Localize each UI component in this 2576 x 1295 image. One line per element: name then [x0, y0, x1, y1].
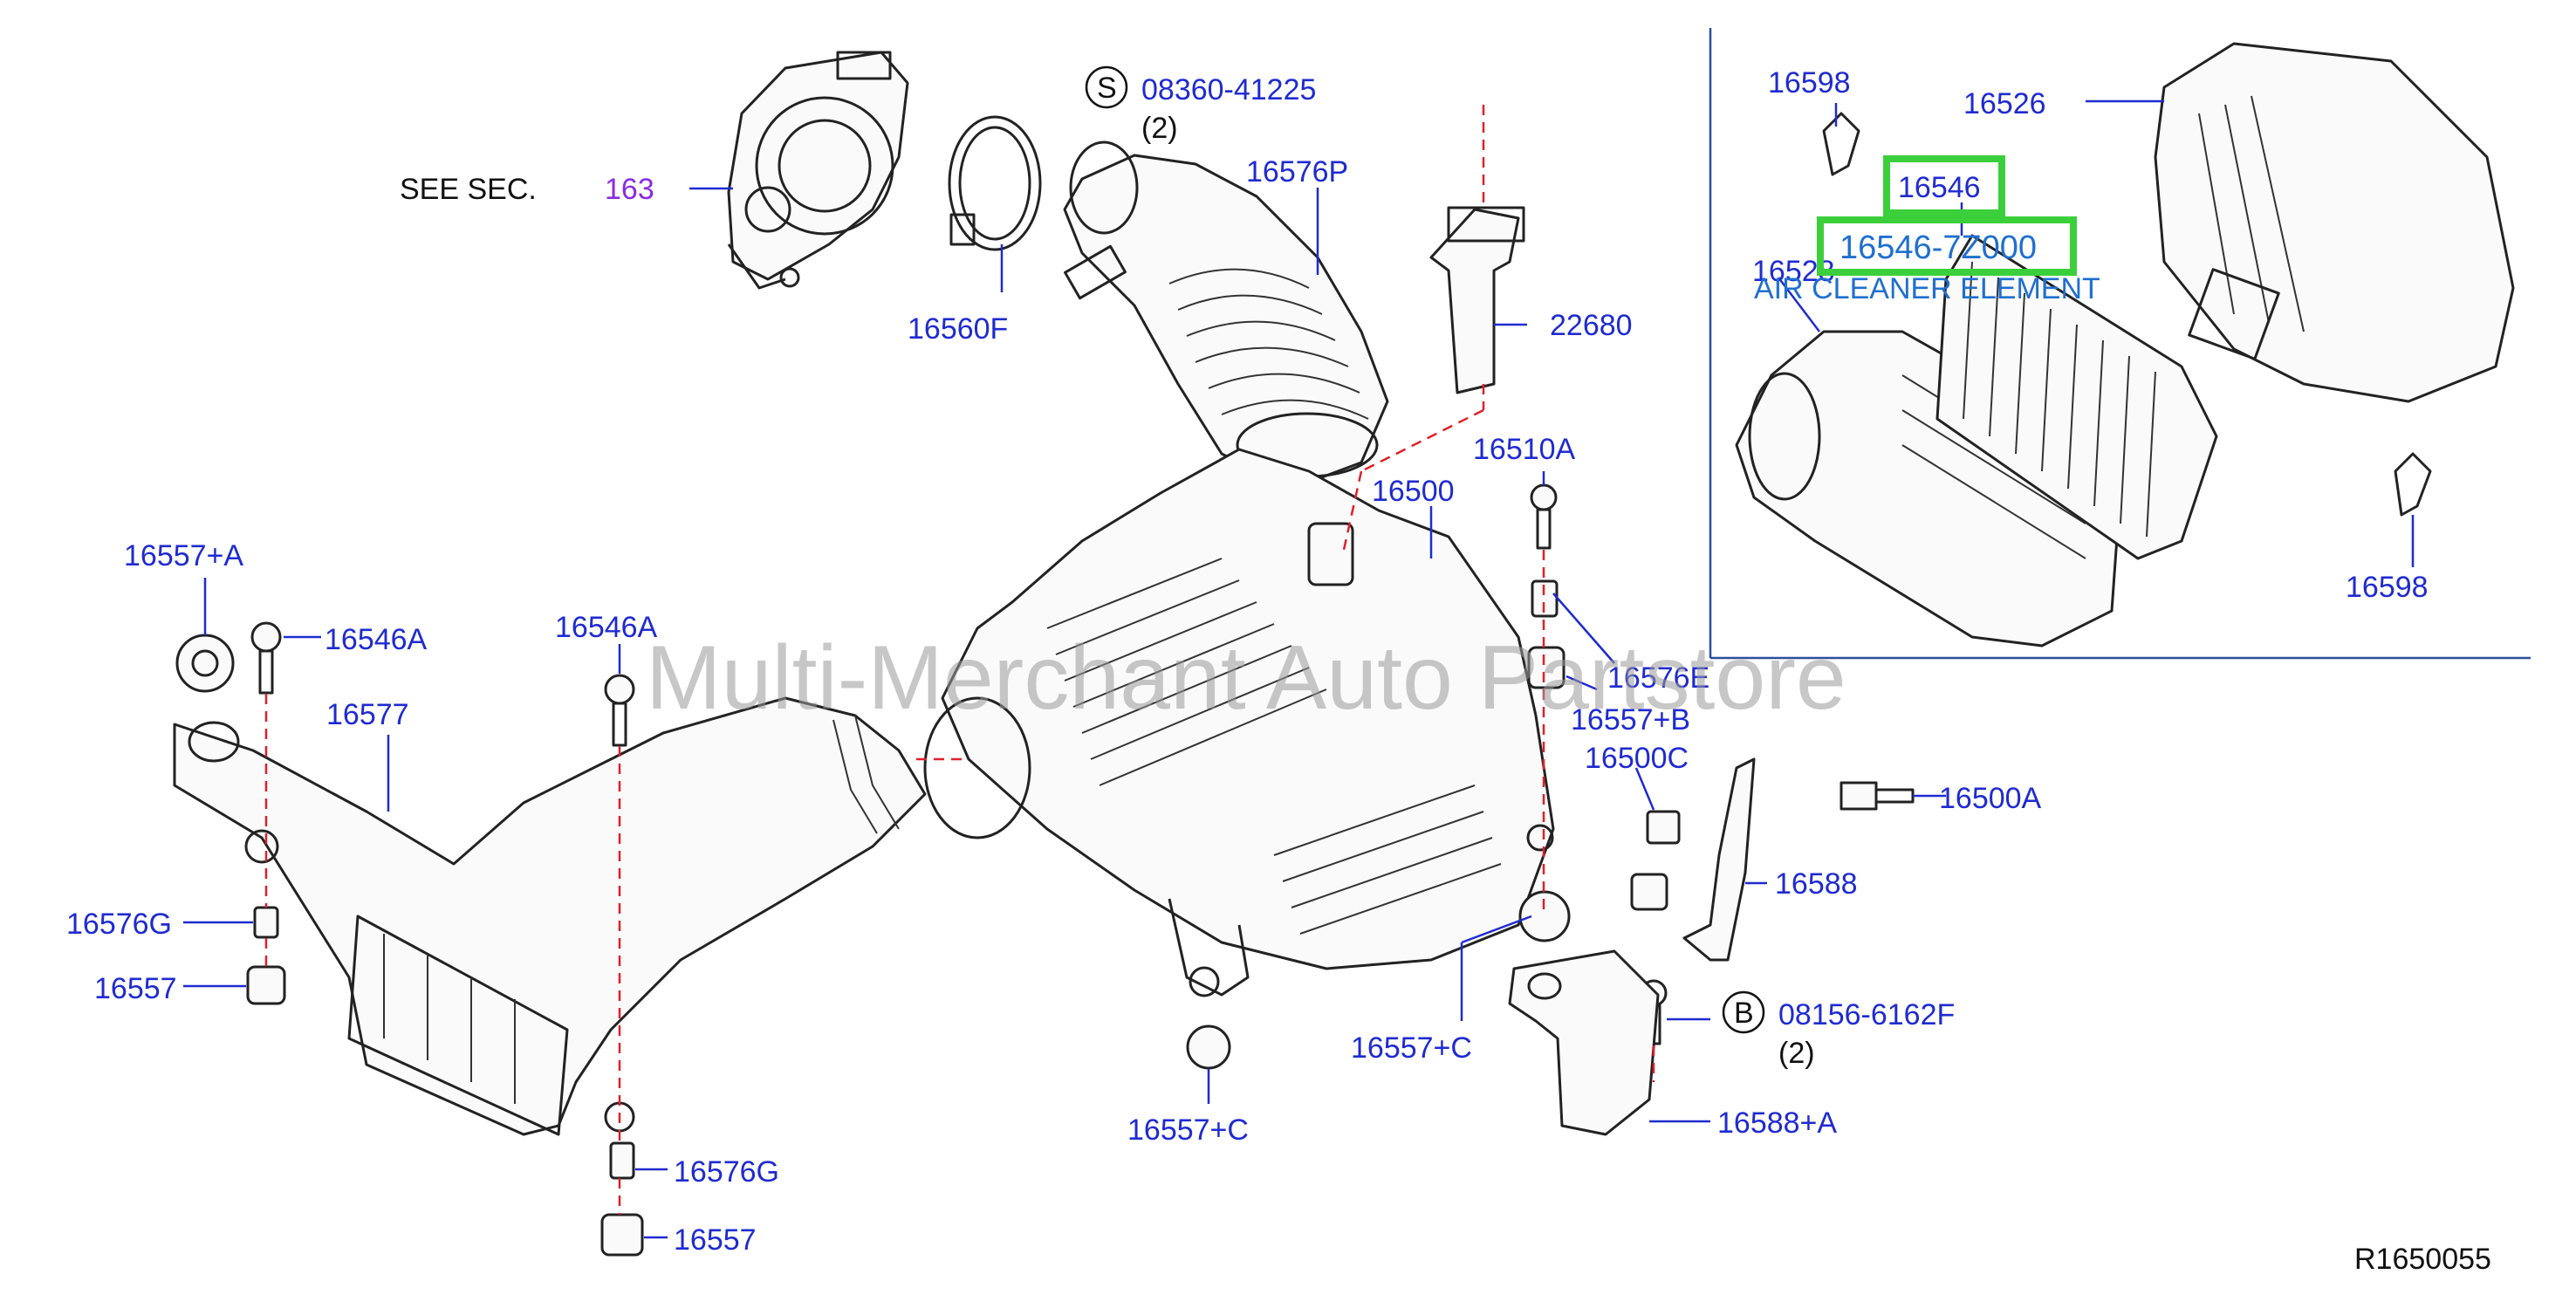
s-symbol-circle — [1085, 65, 1128, 109]
callout-s: S 08360-41225 (2) — [1085, 65, 1316, 145]
label-16500C: 16500C — [1585, 742, 1689, 775]
highlight-part-full: 16546-7Z000 — [1840, 230, 2037, 266]
label-16576E: 16576E — [1607, 661, 1709, 695]
label-16557-2: 16557 — [674, 1223, 757, 1257]
label-16500: 16500 — [1372, 475, 1455, 508]
label-16557C-2: 16557+C — [1351, 1031, 1472, 1065]
b-part-number: 08156-6162F — [1778, 998, 1955, 1031]
label-16576G-2: 16576G — [674, 1155, 779, 1189]
watermark: Multi-Merchant Auto Partstore — [646, 627, 1846, 729]
highlighted-part[interactable]: 16546 16546-7Z000 AIR CLEANER ELEMENT — [1754, 155, 2100, 305]
see-section-reference: SEE SEC. 163 — [400, 173, 654, 206]
s-symbol: S — [1097, 72, 1117, 105]
intake-duct-drawing — [1063, 140, 1389, 490]
s-quantity: (2) — [1141, 112, 1178, 145]
label-16546A-2: 16546A — [555, 611, 658, 644]
lower-air-duct-drawing — [173, 696, 927, 1136]
inset-filter-housing-drawing — [1735, 42, 2515, 648]
maf-sensor-drawing — [1429, 206, 1525, 394]
callout-b: B 08156-6162F (2) — [1722, 990, 1955, 1070]
highlight-part-name: AIR CLEANER ELEMENT — [1754, 272, 2100, 305]
label-16598-2: 16598 — [2346, 571, 2429, 604]
leader-lines — [183, 99, 2415, 1239]
b-symbol-circle — [1722, 990, 1765, 1034]
label-16588: 16588 — [1775, 867, 1858, 901]
highlight-part-short: 16546 — [1898, 171, 1981, 204]
label-16588A: 16588+A — [1717, 1107, 1837, 1140]
label-16557C-1: 16557+C — [1127, 1113, 1249, 1147]
label-16557B: 16557+B — [1571, 703, 1690, 737]
small-hardware-drawings — [175, 483, 1915, 1257]
label-16500A: 16500A — [1939, 782, 2042, 815]
brackets-drawing — [1508, 757, 1756, 1136]
diagram-code: R1650055 — [2354, 1243, 2491, 1276]
air-cleaner-case-drawing — [923, 448, 1555, 997]
label-16557-1: 16557 — [94, 972, 177, 1005]
highlight-box-short — [1883, 155, 2005, 216]
b-symbol: B — [1734, 997, 1754, 1030]
label-22680: 22680 — [1550, 309, 1633, 342]
label-16526: 16526 — [1963, 87, 2046, 120]
highlight-box-full — [1817, 216, 2077, 276]
alignment-lines — [264, 105, 1655, 1215]
b-quantity: (2) — [1778, 1037, 1815, 1070]
label-16546A-1: 16546A — [325, 623, 428, 656]
hose-clamp-drawing — [948, 115, 1042, 251]
throttle-body-drawing — [727, 51, 909, 290]
label-16577: 16577 — [326, 698, 409, 731]
label-16560F: 16560F — [908, 312, 1008, 346]
see-section-number: 163 — [605, 173, 654, 206]
s-part-number: 08360-41225 — [1141, 73, 1316, 106]
label-16510A: 16510A — [1473, 433, 1576, 466]
label-16598-1: 16598 — [1768, 66, 1851, 99]
label-16576G-1: 16576G — [66, 908, 172, 941]
see-section-prefix: SEE SEC. — [400, 173, 537, 206]
inset-frame — [1709, 28, 2531, 660]
label-16576P: 16576P — [1246, 155, 1348, 188]
label-16557A: 16557+A — [124, 539, 243, 572]
